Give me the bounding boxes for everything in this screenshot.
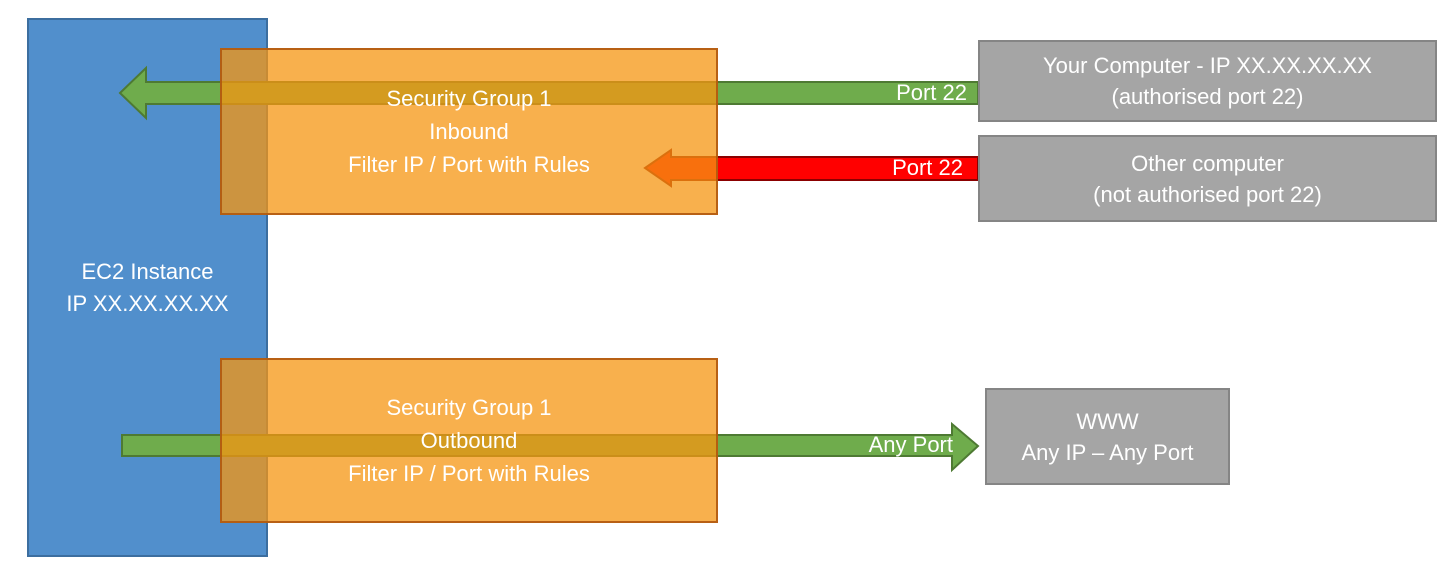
security-group-inbound-description: Filter IP / Port with Rules <box>348 152 590 177</box>
ec2-instance-name: EC2 Instance <box>81 258 214 284</box>
inbound-blocked-port-label: Port 22 <box>892 155 963 180</box>
your-computer-box: Your Computer - IP XX.XX.XX.XX (authoris… <box>978 40 1437 122</box>
security-group-outbound-description: Filter IP / Port with Rules <box>348 461 590 486</box>
other-computer-title: Other computer <box>1131 150 1284 176</box>
security-group-inbound-title: Security Group 1 <box>386 86 552 111</box>
other-computer-box: Other computer (not authorised port 22) <box>978 135 1437 222</box>
www-subtitle: Any IP – Any Port <box>1021 439 1194 465</box>
your-computer-title: Your Computer - IP XX.XX.XX.XX <box>1043 53 1372 78</box>
ec2-instance-ip: IP XX.XX.XX.XX <box>66 290 229 316</box>
security-group-inbound-direction: Inbound <box>429 119 509 144</box>
security-group-outbound-title: Security Group 1 <box>386 395 552 420</box>
www-title: WWW <box>1076 408 1139 434</box>
other-computer-subtitle: (not authorised port 22) <box>1093 181 1322 207</box>
outbound-port-label: Any Port <box>868 432 953 457</box>
www-box: WWW Any IP – Any Port <box>985 388 1230 485</box>
inbound-allowed-port-label: Port 22 <box>896 80 967 105</box>
your-computer-subtitle: (authorised port 22) <box>1111 84 1304 109</box>
security-group-outbound-box: Security Group 1 Outbound Filter IP / Po… <box>220 358 718 523</box>
security-group-inbound-box: Security Group 1 Inbound Filter IP / Por… <box>220 48 718 215</box>
security-group-outbound-direction: Outbound <box>420 428 518 453</box>
